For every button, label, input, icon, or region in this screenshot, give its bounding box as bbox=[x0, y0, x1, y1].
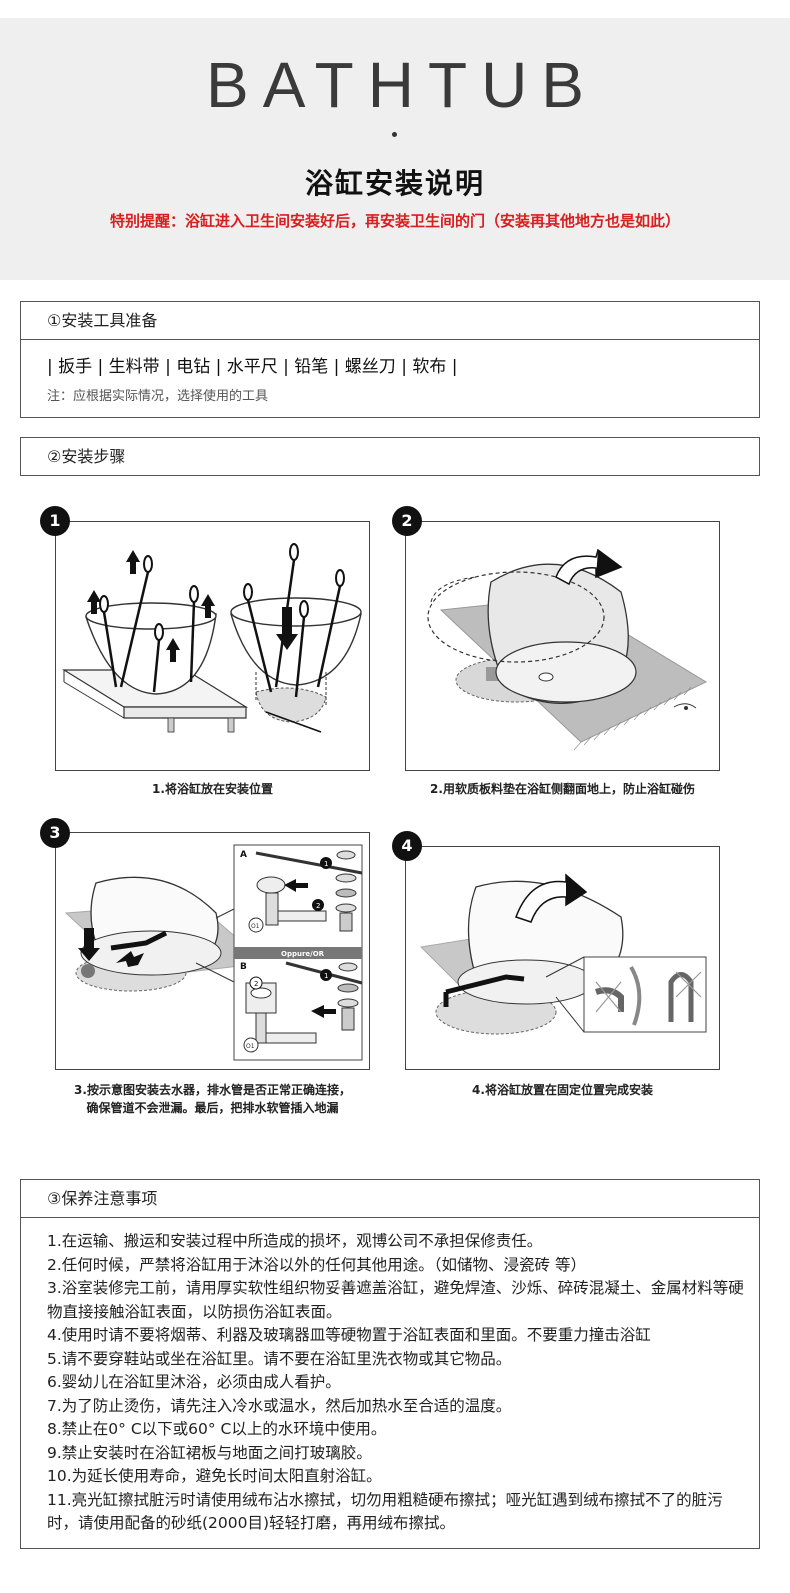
diagram-callout-1a: 1 bbox=[324, 860, 328, 868]
tools-list: | 扳手 | 生料带 | 电钻 | 水平尺 | 铅笔 | 螺丝刀 | 软布 | bbox=[47, 357, 458, 377]
care-item-2: 2.任何时候，严禁将浴缸用于沐浴以外的任何其他用途。（如储物、浸瓷砖 等） bbox=[47, 1255, 586, 1274]
tools-note: 注：应根据实际情况，选择使用的工具 bbox=[47, 389, 269, 404]
steps-section-header: ②安装步骤 bbox=[20, 437, 760, 476]
step-3-caption-line2: 确保管道不会泄漏。最后，把排水软管插入地漏 bbox=[86, 1101, 339, 1115]
diagram-label-o1-b: O1 bbox=[246, 1043, 255, 1050]
steps-section-title: ②安装步骤 bbox=[47, 447, 126, 466]
step-2-caption: 2.用软质板料垫在浴缸侧翻面地上，防止浴缸碰伤 bbox=[430, 782, 695, 796]
tools-section-title: ①安装工具准备 bbox=[21, 302, 759, 340]
diagram-callout-2b: 2 bbox=[254, 980, 258, 988]
step-2-number: 2 bbox=[392, 506, 422, 536]
diagram-label-or: Oppure/OR bbox=[281, 950, 325, 958]
special-reminder: 特别提醒：浴缸进入卫生间安装好后，再安装卫生间的门（安装再其他地方也是如此） bbox=[109, 212, 680, 230]
step-3-illustration: A Oppure/OR B O1 1 2 1 2 O1 bbox=[55, 832, 370, 1070]
header-banner bbox=[0, 18, 790, 280]
step-3-caption-line1: 3.按示意图安装去水器，排水管是否正常正确连接， bbox=[74, 1083, 351, 1097]
care-item-1: 1.在运输、搬运和安装过程中所造成的损坏，观博公司不承担保修责任。 bbox=[47, 1232, 543, 1250]
care-item-9: 9.禁止安装时在浴缸裙板与地面之间打玻璃胶。 bbox=[47, 1443, 372, 1462]
diagram-label-o1-a: O1 bbox=[251, 923, 260, 930]
care-item-5: 5.请不要穿鞋站或坐在浴缸里。请不要在浴缸里洗衣物或其它物品。 bbox=[47, 1349, 512, 1368]
care-item-10: 10.为延长使用寿命，避免长时间太阳直射浴缸。 bbox=[47, 1467, 382, 1485]
tools-section: ①安装工具准备 | 扳手 | 生料带 | 电钻 | 水平尺 | 铅笔 | 螺丝刀… bbox=[20, 301, 760, 418]
diagram-label-a: A bbox=[240, 850, 247, 860]
diagram-callout-1b: 1 bbox=[324, 972, 328, 980]
care-item-6: 6.婴幼儿在浴缸里沐浴，必须由成人看护。 bbox=[47, 1373, 341, 1391]
brand-title: BATHTUB bbox=[206, 49, 598, 121]
care-item-7: 7.为了防止烫伤，请先注入冷水或温水，然后加热水至合适的温度。 bbox=[47, 1396, 512, 1415]
step-1-caption: 1.将浴缸放在安装位置 bbox=[152, 782, 273, 796]
step-2-illustration bbox=[405, 521, 720, 771]
step-4-number: 4 bbox=[392, 831, 422, 861]
step-3-number: 3 bbox=[40, 818, 70, 848]
step-4-illustration bbox=[405, 846, 720, 1070]
diagram-callout-2a: 2 bbox=[316, 902, 320, 910]
care-item-11: 11.亮光缸擦拭脏污时请使用绒布沾水擦拭，切勿用粗糙硬布擦拭；哑光缸遇到绒布擦拭… bbox=[47, 1490, 723, 1533]
care-section: ③保养注意事项 1.在运输、搬运和安装过程中所造成的损坏，观博公司不承担保修责任… bbox=[20, 1179, 760, 1549]
step-1-illustration bbox=[55, 521, 370, 771]
care-item-3: 3.浴室装修完工前，请用厚实软性组织物妥善遮盖浴缸，避免焊渣、沙烁、碎砖混凝土、… bbox=[47, 1279, 744, 1321]
page-title: 浴缸安装说明 bbox=[304, 167, 485, 200]
step-1-number: 1 bbox=[40, 506, 70, 536]
care-section-title: ③保养注意事项 bbox=[21, 1180, 759, 1218]
care-item-8: 8.禁止在0° C以下或60° C以上的水环境中使用。 bbox=[47, 1420, 387, 1438]
step-4-caption: 4.将浴缸放置在固定位置完成安装 bbox=[472, 1083, 653, 1097]
diagram-label-b: B bbox=[240, 962, 247, 972]
brand-dot bbox=[392, 132, 397, 137]
care-item-4: 4.使用时请不要将烟蒂、利器及玻璃器皿等硬物置于浴缸表面和里面。不要重力撞击浴缸 bbox=[47, 1326, 651, 1344]
care-list: 1.在运输、搬运和安装过程中所造成的损坏，观博公司不承担保修责任。 2.任何时候… bbox=[21, 1218, 759, 1536]
